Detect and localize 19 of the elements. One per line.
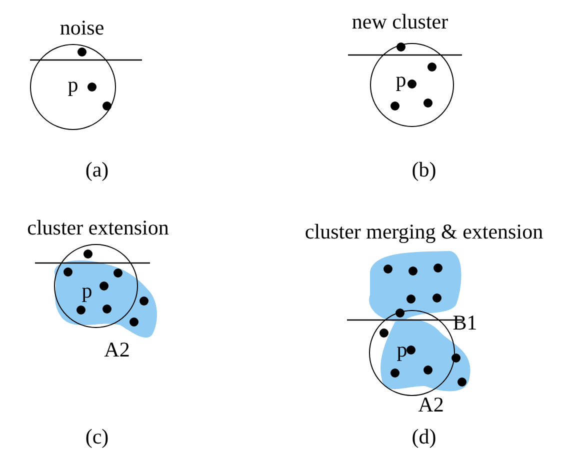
- neighborhood-circle: [370, 43, 454, 127]
- point-label: p: [396, 70, 406, 90]
- cluster-label: A2: [418, 394, 444, 416]
- neighborhood-circle: [30, 44, 116, 130]
- point-label: p: [68, 74, 78, 96]
- case-title: noise: [60, 18, 104, 38]
- panel-label: (d): [412, 426, 436, 448]
- panel-label: (a): [85, 160, 109, 180]
- panel-label: (c): [85, 426, 109, 448]
- case-title: new cluster: [352, 12, 448, 32]
- case-title: cluster merging & extension: [304, 222, 544, 242]
- point-label: p: [396, 340, 408, 360]
- panel-label: (b): [412, 160, 436, 180]
- neighborhood-circle: [54, 244, 138, 328]
- cluster-label: B1: [452, 312, 478, 334]
- neighborhood-circle: [369, 310, 455, 396]
- cluster-label: A2: [104, 340, 130, 360]
- point-label: p: [82, 280, 92, 302]
- case-title: cluster extension: [27, 218, 169, 238]
